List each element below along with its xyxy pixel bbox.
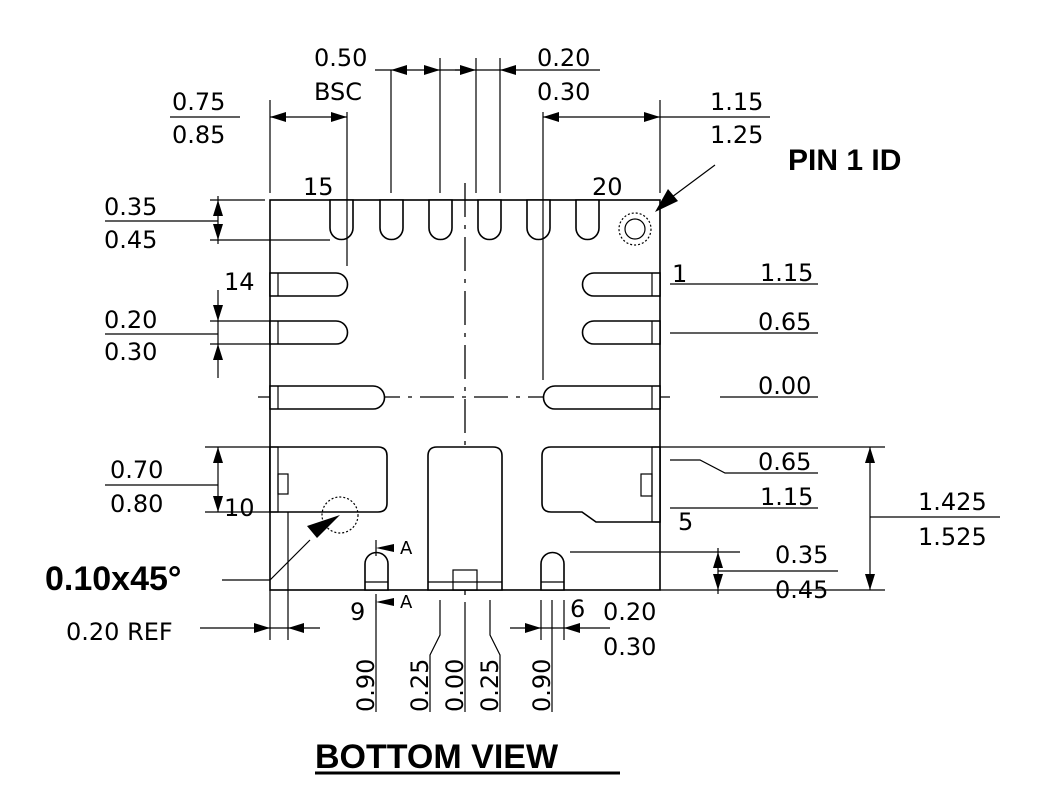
pad xyxy=(581,272,661,297)
pitch-label-bottom: BSC xyxy=(314,78,362,106)
bottom-leaders xyxy=(375,600,553,712)
right-offset-min: 1.15 xyxy=(710,88,763,116)
vertical-label-000: 0.00 xyxy=(441,659,469,712)
bottom-lead-width-min: 0.20 xyxy=(603,598,656,626)
left-lead-width-min: 0.20 xyxy=(104,306,157,334)
pad xyxy=(379,199,404,241)
row-label-0-65-lower: 0.65 xyxy=(758,448,811,476)
pin-number-14: 14 xyxy=(224,268,255,296)
top-lead-width-max: 0.30 xyxy=(537,78,590,106)
pad-bottom-left xyxy=(364,551,389,591)
pin-number-5: 5 xyxy=(678,508,693,536)
top-lead-length-max: 0.45 xyxy=(104,226,157,254)
pin-number-1: 1 xyxy=(672,260,687,288)
bottom-lead-length-max: 0.45 xyxy=(775,576,828,604)
row-label-0-65-upper: 0.65 xyxy=(758,308,811,336)
pad xyxy=(542,385,661,410)
vertical-label-090-left: 0.90 xyxy=(352,659,380,712)
pin1-id-marker xyxy=(624,218,646,240)
pitch-label-top: 0.50 xyxy=(314,44,367,72)
top-lead-length-min: 0.35 xyxy=(104,193,157,221)
pin1-id-marker-outer xyxy=(618,212,652,246)
section-mark-lower: A xyxy=(400,592,413,613)
row-label-1-15-lower: 1.15 xyxy=(760,483,813,511)
right-pads xyxy=(542,272,661,410)
bottom-lead-length-min: 0.35 xyxy=(775,541,828,569)
right-offset-max: 1.25 xyxy=(710,121,763,149)
overall-dim-min: 1.425 xyxy=(918,488,987,516)
chamfer-label: 0.10x45° xyxy=(45,560,182,598)
section-mark-upper: A xyxy=(400,538,413,559)
pad xyxy=(575,199,600,241)
pin-number-20: 20 xyxy=(592,173,623,201)
vertical-label-090-right: 0.90 xyxy=(528,659,556,712)
left-pads xyxy=(269,272,386,410)
left-pad-height-min: 0.70 xyxy=(110,456,163,484)
pad xyxy=(269,385,386,410)
vertical-label-025-left: 0.25 xyxy=(406,659,434,712)
pad xyxy=(269,272,349,297)
row-label-0-00: 0.00 xyxy=(758,372,811,400)
pin-number-6: 6 xyxy=(570,595,585,623)
pad xyxy=(526,199,551,241)
left-exposed-pad xyxy=(269,446,388,513)
pin-number-9: 9 xyxy=(350,598,365,626)
pin1-id-label: PIN 1 ID xyxy=(788,144,901,177)
overall-dim-max: 1.525 xyxy=(918,523,987,551)
left-offset-min: 0.75 xyxy=(172,88,225,116)
center-tab xyxy=(452,569,478,591)
pad xyxy=(428,199,453,241)
pin-number-15: 15 xyxy=(303,173,334,201)
pad xyxy=(581,320,661,345)
vertical-label-025-right: 0.25 xyxy=(476,659,504,712)
top-extension-lines xyxy=(269,58,661,380)
pad xyxy=(329,199,354,241)
left-lead-width-max: 0.30 xyxy=(104,338,157,366)
pad-bottom-right xyxy=(540,551,565,591)
ref-label: 0.20 REF xyxy=(66,618,173,646)
left-tab-b xyxy=(277,473,289,495)
top-lead-width-min: 0.20 xyxy=(537,44,590,72)
left-offset-max: 0.85 xyxy=(172,121,225,149)
left-pad-height-max: 0.80 xyxy=(110,490,163,518)
chamfer-marker xyxy=(321,496,359,534)
row-label-1-15: 1.15 xyxy=(760,259,813,287)
pad xyxy=(477,199,502,241)
view-title: BOTTOM VIEW xyxy=(315,738,559,776)
pin-number-10: 10 xyxy=(224,494,255,522)
center-exposed-pad xyxy=(427,446,503,591)
right-tab-b xyxy=(640,473,653,497)
bottom-lead-width-max: 0.30 xyxy=(603,633,656,661)
pad xyxy=(269,320,349,345)
right-exposed-pad xyxy=(541,446,661,523)
